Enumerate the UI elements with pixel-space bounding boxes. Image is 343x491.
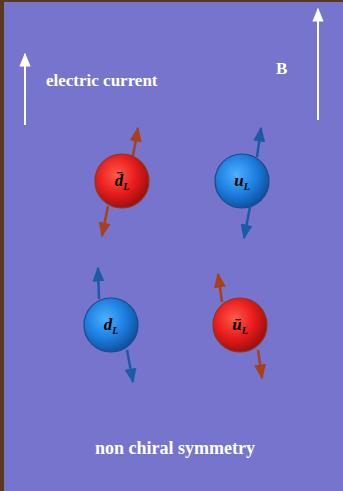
circle-outline xyxy=(213,298,267,352)
spin-arrow xyxy=(98,268,99,299)
spin-arrow xyxy=(257,128,261,157)
circle-label: uL xyxy=(214,153,270,209)
caption-label: non chiral symmetry xyxy=(95,438,255,459)
circle-outline xyxy=(95,154,149,208)
chirality-subscript: L xyxy=(123,181,129,192)
quark-symbol: d̄ xyxy=(115,171,124,191)
quark-circle: dL xyxy=(83,297,139,353)
axis-label: electric current xyxy=(46,71,158,91)
spin-arrow xyxy=(102,206,108,236)
quark-symbol: u xyxy=(234,171,243,191)
circle-label: ūL xyxy=(212,297,268,353)
spin-arrow xyxy=(218,274,222,302)
quark-circle: d̄L xyxy=(94,153,150,209)
axis-label: B xyxy=(276,59,287,79)
quark-circle: ūL xyxy=(212,297,268,353)
spin-arrow xyxy=(258,350,262,378)
spin-arrow xyxy=(133,128,138,156)
circle-label: d̄L xyxy=(94,153,150,209)
field-arrow xyxy=(317,9,319,120)
chirality-subscript: L xyxy=(112,325,118,336)
quark-circle: uL xyxy=(214,153,270,209)
quark-symbol: d xyxy=(104,315,113,335)
circle-outline xyxy=(84,298,138,352)
chirality-subscript: L xyxy=(244,181,250,192)
circle-label: dL xyxy=(83,297,139,353)
current-arrow xyxy=(24,54,26,125)
quark-symbol: ū xyxy=(232,315,241,335)
spin-arrow xyxy=(244,207,250,238)
spin-arrow xyxy=(127,350,133,382)
chirality-subscript: L xyxy=(242,325,248,336)
circle-outline xyxy=(215,154,269,208)
